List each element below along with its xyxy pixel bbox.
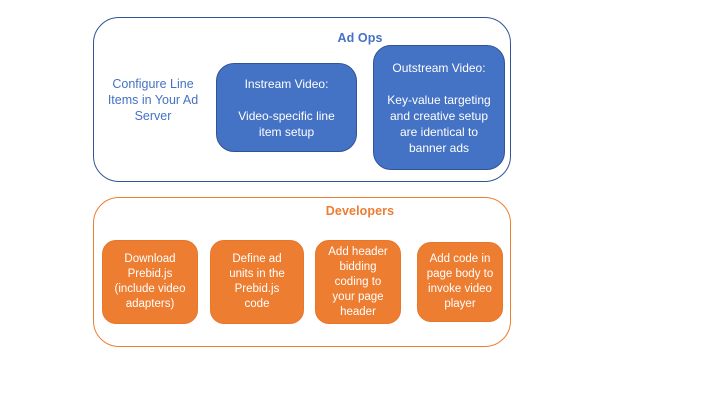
ad-ops-title: Ad Ops xyxy=(337,31,383,45)
instream-video-box: Instream Video: Video-specific line item… xyxy=(216,63,357,152)
outstream-video-box: Outstream Video: Key-value targeting and… xyxy=(373,45,505,170)
configure-line-items-note: Configure Line Items in Your Ad Server xyxy=(107,77,199,123)
step-box-download-prebid: Download Prebid.js (include video adapte… xyxy=(102,240,198,324)
step-box-add-header-bidding-code: Add header bidding coding to your page h… xyxy=(315,240,401,324)
step-box-define-ad-units: Define ad units in the Prebid.js code xyxy=(210,240,304,324)
step-box-add-page-body-code: Add code in page body to invoke video pl… xyxy=(417,242,503,322)
developers-title: Developers xyxy=(325,204,395,218)
